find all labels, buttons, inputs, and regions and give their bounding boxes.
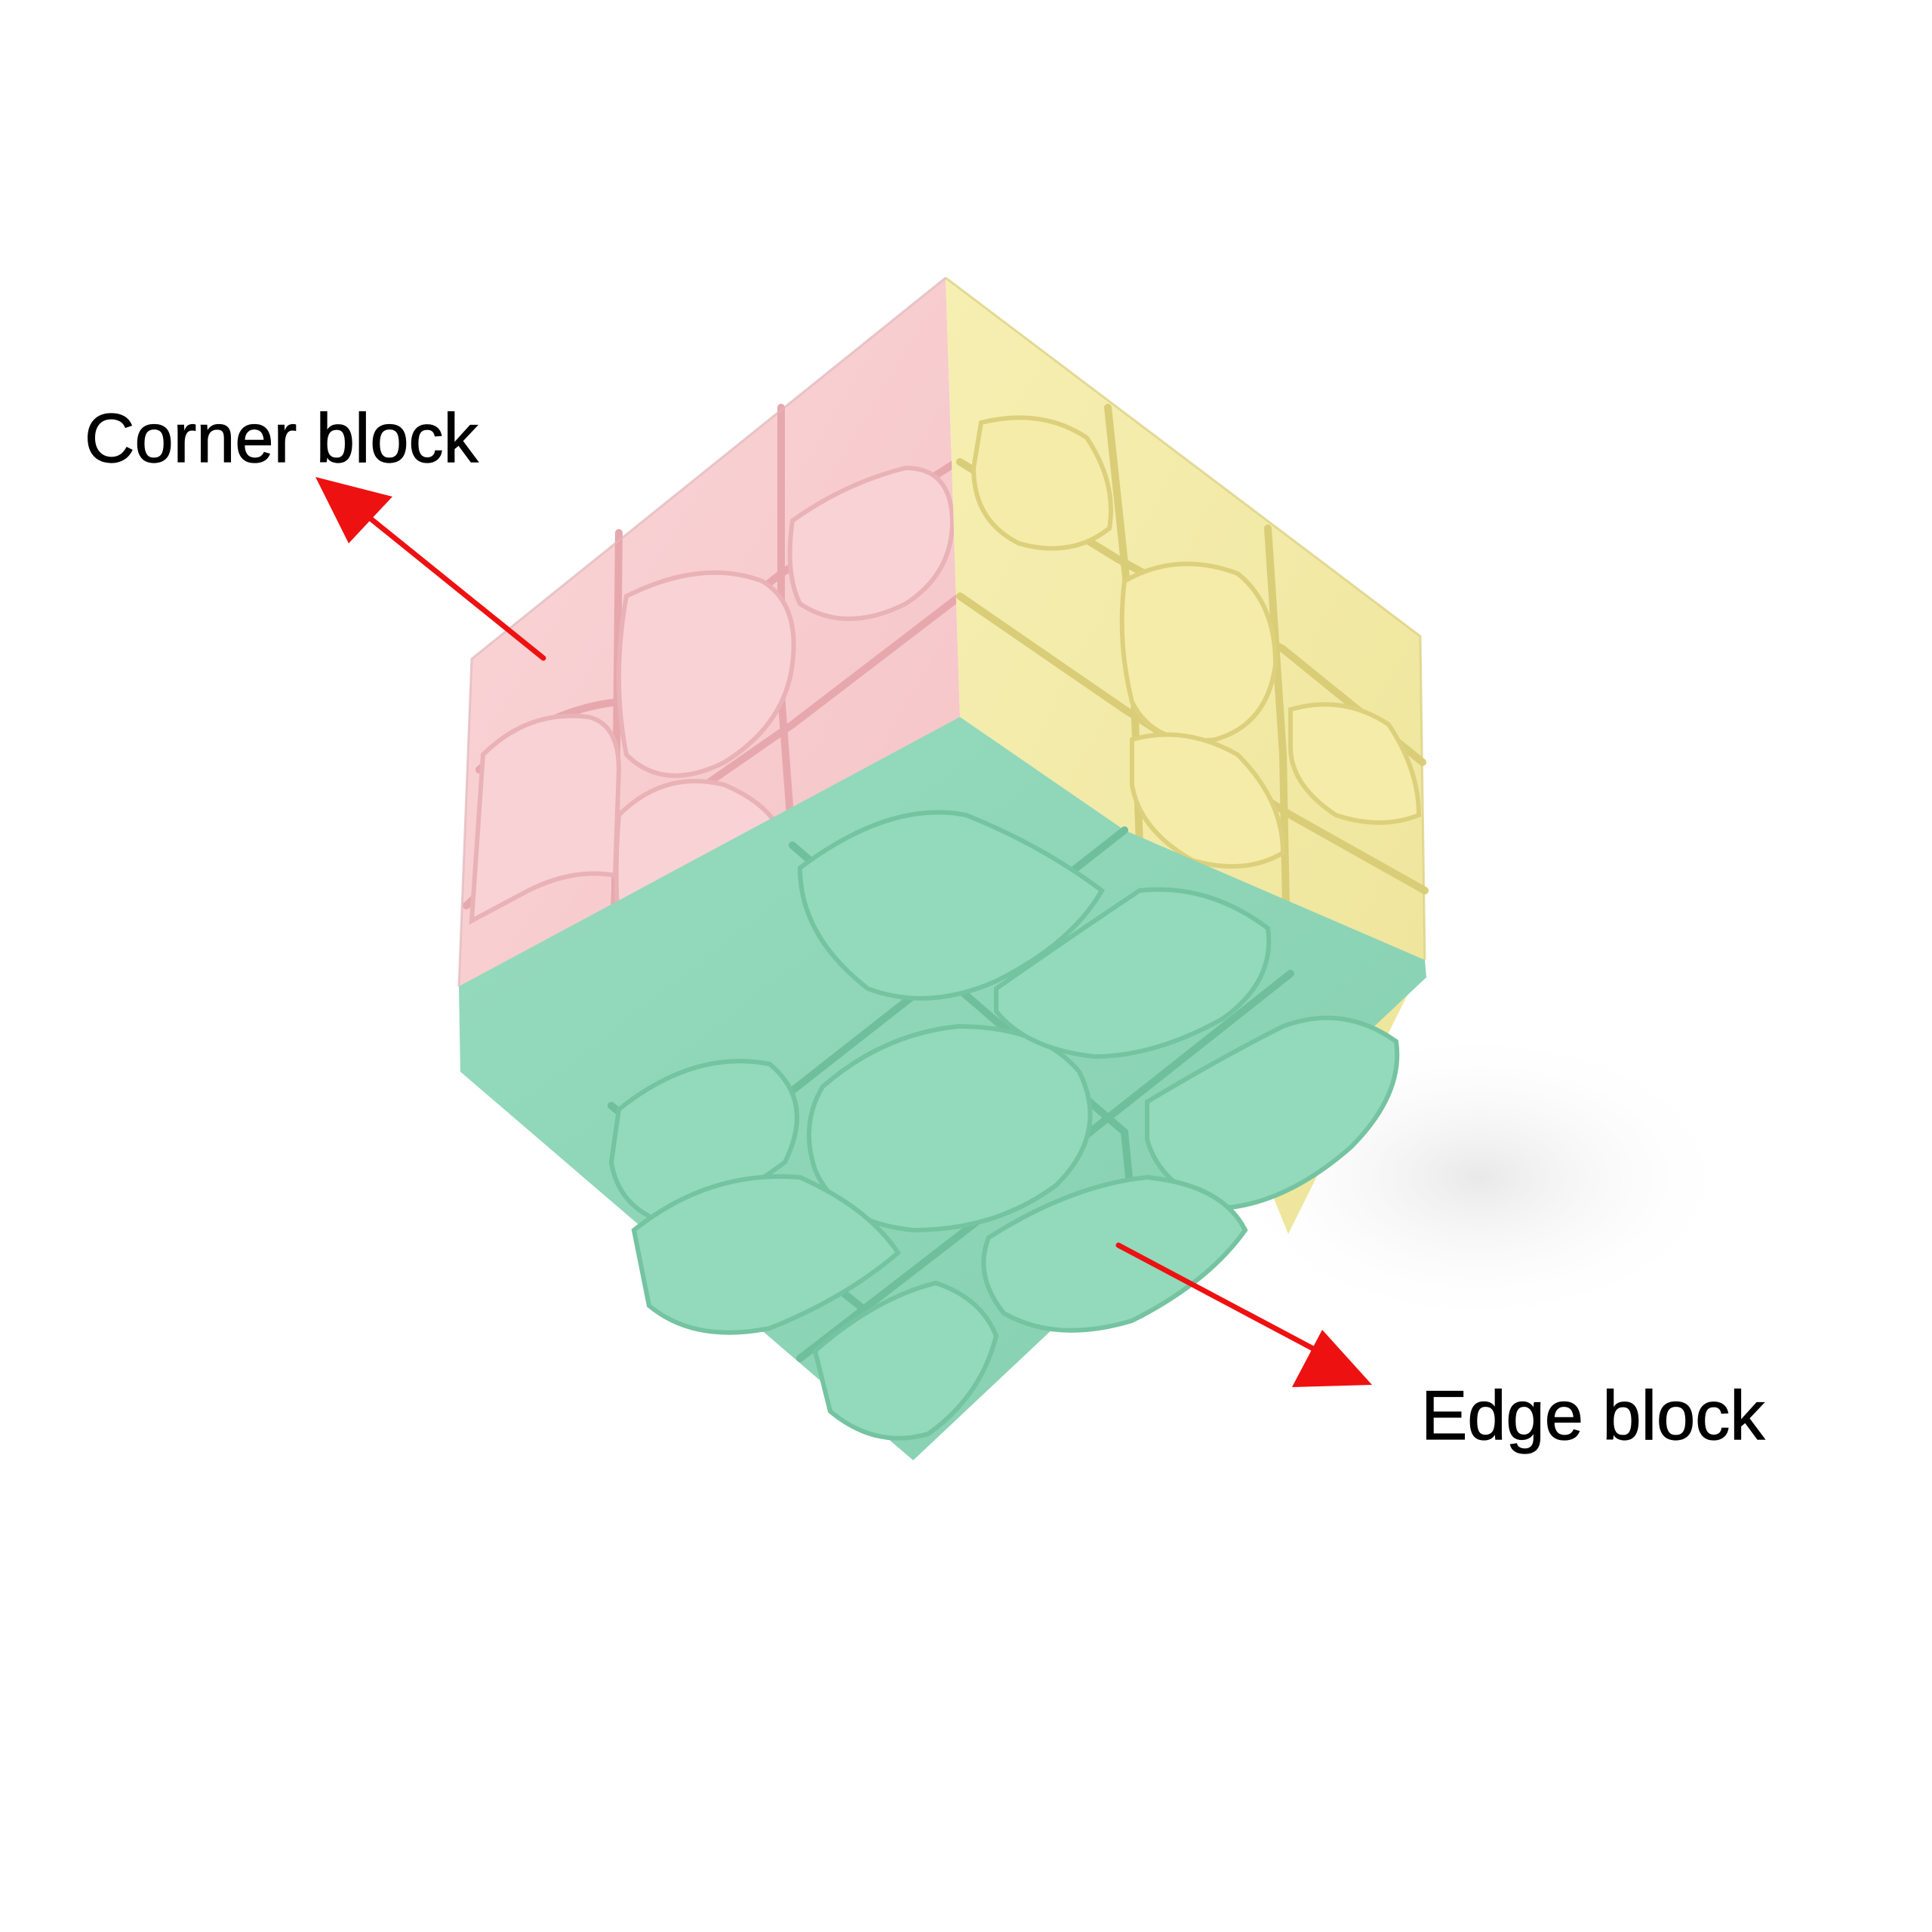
arrow-down-right-icon bbox=[1115, 1242, 1372, 1387]
corner-block-label: Corner block bbox=[84, 400, 478, 477]
edge-block-label: Edge block bbox=[1420, 1377, 1765, 1454]
arrow-up-left-icon bbox=[315, 477, 546, 661]
cube-face-green bbox=[459, 717, 1426, 1460]
cube-outline bbox=[457, 276, 946, 987]
